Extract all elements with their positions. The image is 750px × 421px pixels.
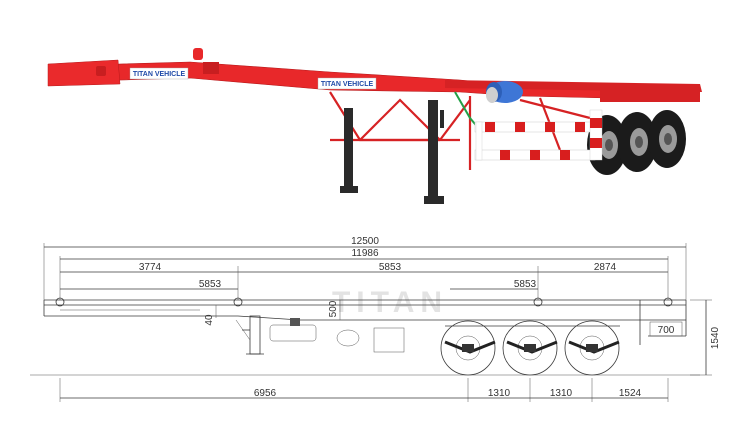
brand-plate-front: TITAN VEHICLE [129, 67, 189, 80]
svg-text:TITAN VEHICLE: TITAN VEHICLE [133, 71, 186, 78]
dim-side-height: 500 [328, 300, 339, 317]
brand-plate-side: TITAN VEHICLE [317, 77, 377, 90]
front-crossmember [203, 62, 219, 74]
dim-frame-height: 1540 [710, 326, 721, 349]
air-tank [486, 81, 523, 103]
technical-drawing: TITAN 12500 11986 3774 5853 2874 5853 58… [30, 236, 721, 402]
rear-drop-dim [649, 321, 683, 337]
frame-side-view [43, 297, 687, 353]
dim-lock-left: 5853 [199, 279, 222, 290]
dim-front-height: 40 [204, 314, 215, 326]
svg-text:TITAN VEHICLE: TITAN VEHICLE [321, 81, 374, 88]
axle-group [440, 300, 641, 376]
dim-axle-spacing-1: 1310 [488, 388, 511, 399]
dim-mid-span: 5853 [379, 262, 402, 273]
dim-kingpin-to-axle: 6956 [254, 388, 277, 399]
landing-leg-drawing [235, 315, 264, 355]
dim-lock-right: 5853 [514, 279, 537, 290]
rear-beam [600, 88, 700, 102]
dim-rear-drop: 700 [658, 325, 675, 336]
dim-frame-length: 11986 [351, 248, 379, 259]
landing-legs [340, 100, 444, 204]
dim-rear-span: 2874 [594, 262, 617, 273]
dim-rear-overhang: 1524 [619, 388, 642, 399]
dim-front-span: 3774 [139, 262, 162, 273]
dimension-lines-top [43, 243, 687, 300]
rear-guard [474, 109, 603, 161]
dimension-lines-bottom [59, 378, 669, 402]
dim-axle-spacing-2: 1310 [550, 388, 573, 399]
trailer-photo: TITAN VEHICLE TITAN VEHICLE [47, 48, 702, 204]
watermark: TITAN [332, 286, 448, 319]
front-plate [47, 59, 121, 87]
front-lock-top [193, 48, 203, 60]
dim-overall-length: 12500 [351, 236, 379, 247]
front-lock [96, 66, 106, 76]
